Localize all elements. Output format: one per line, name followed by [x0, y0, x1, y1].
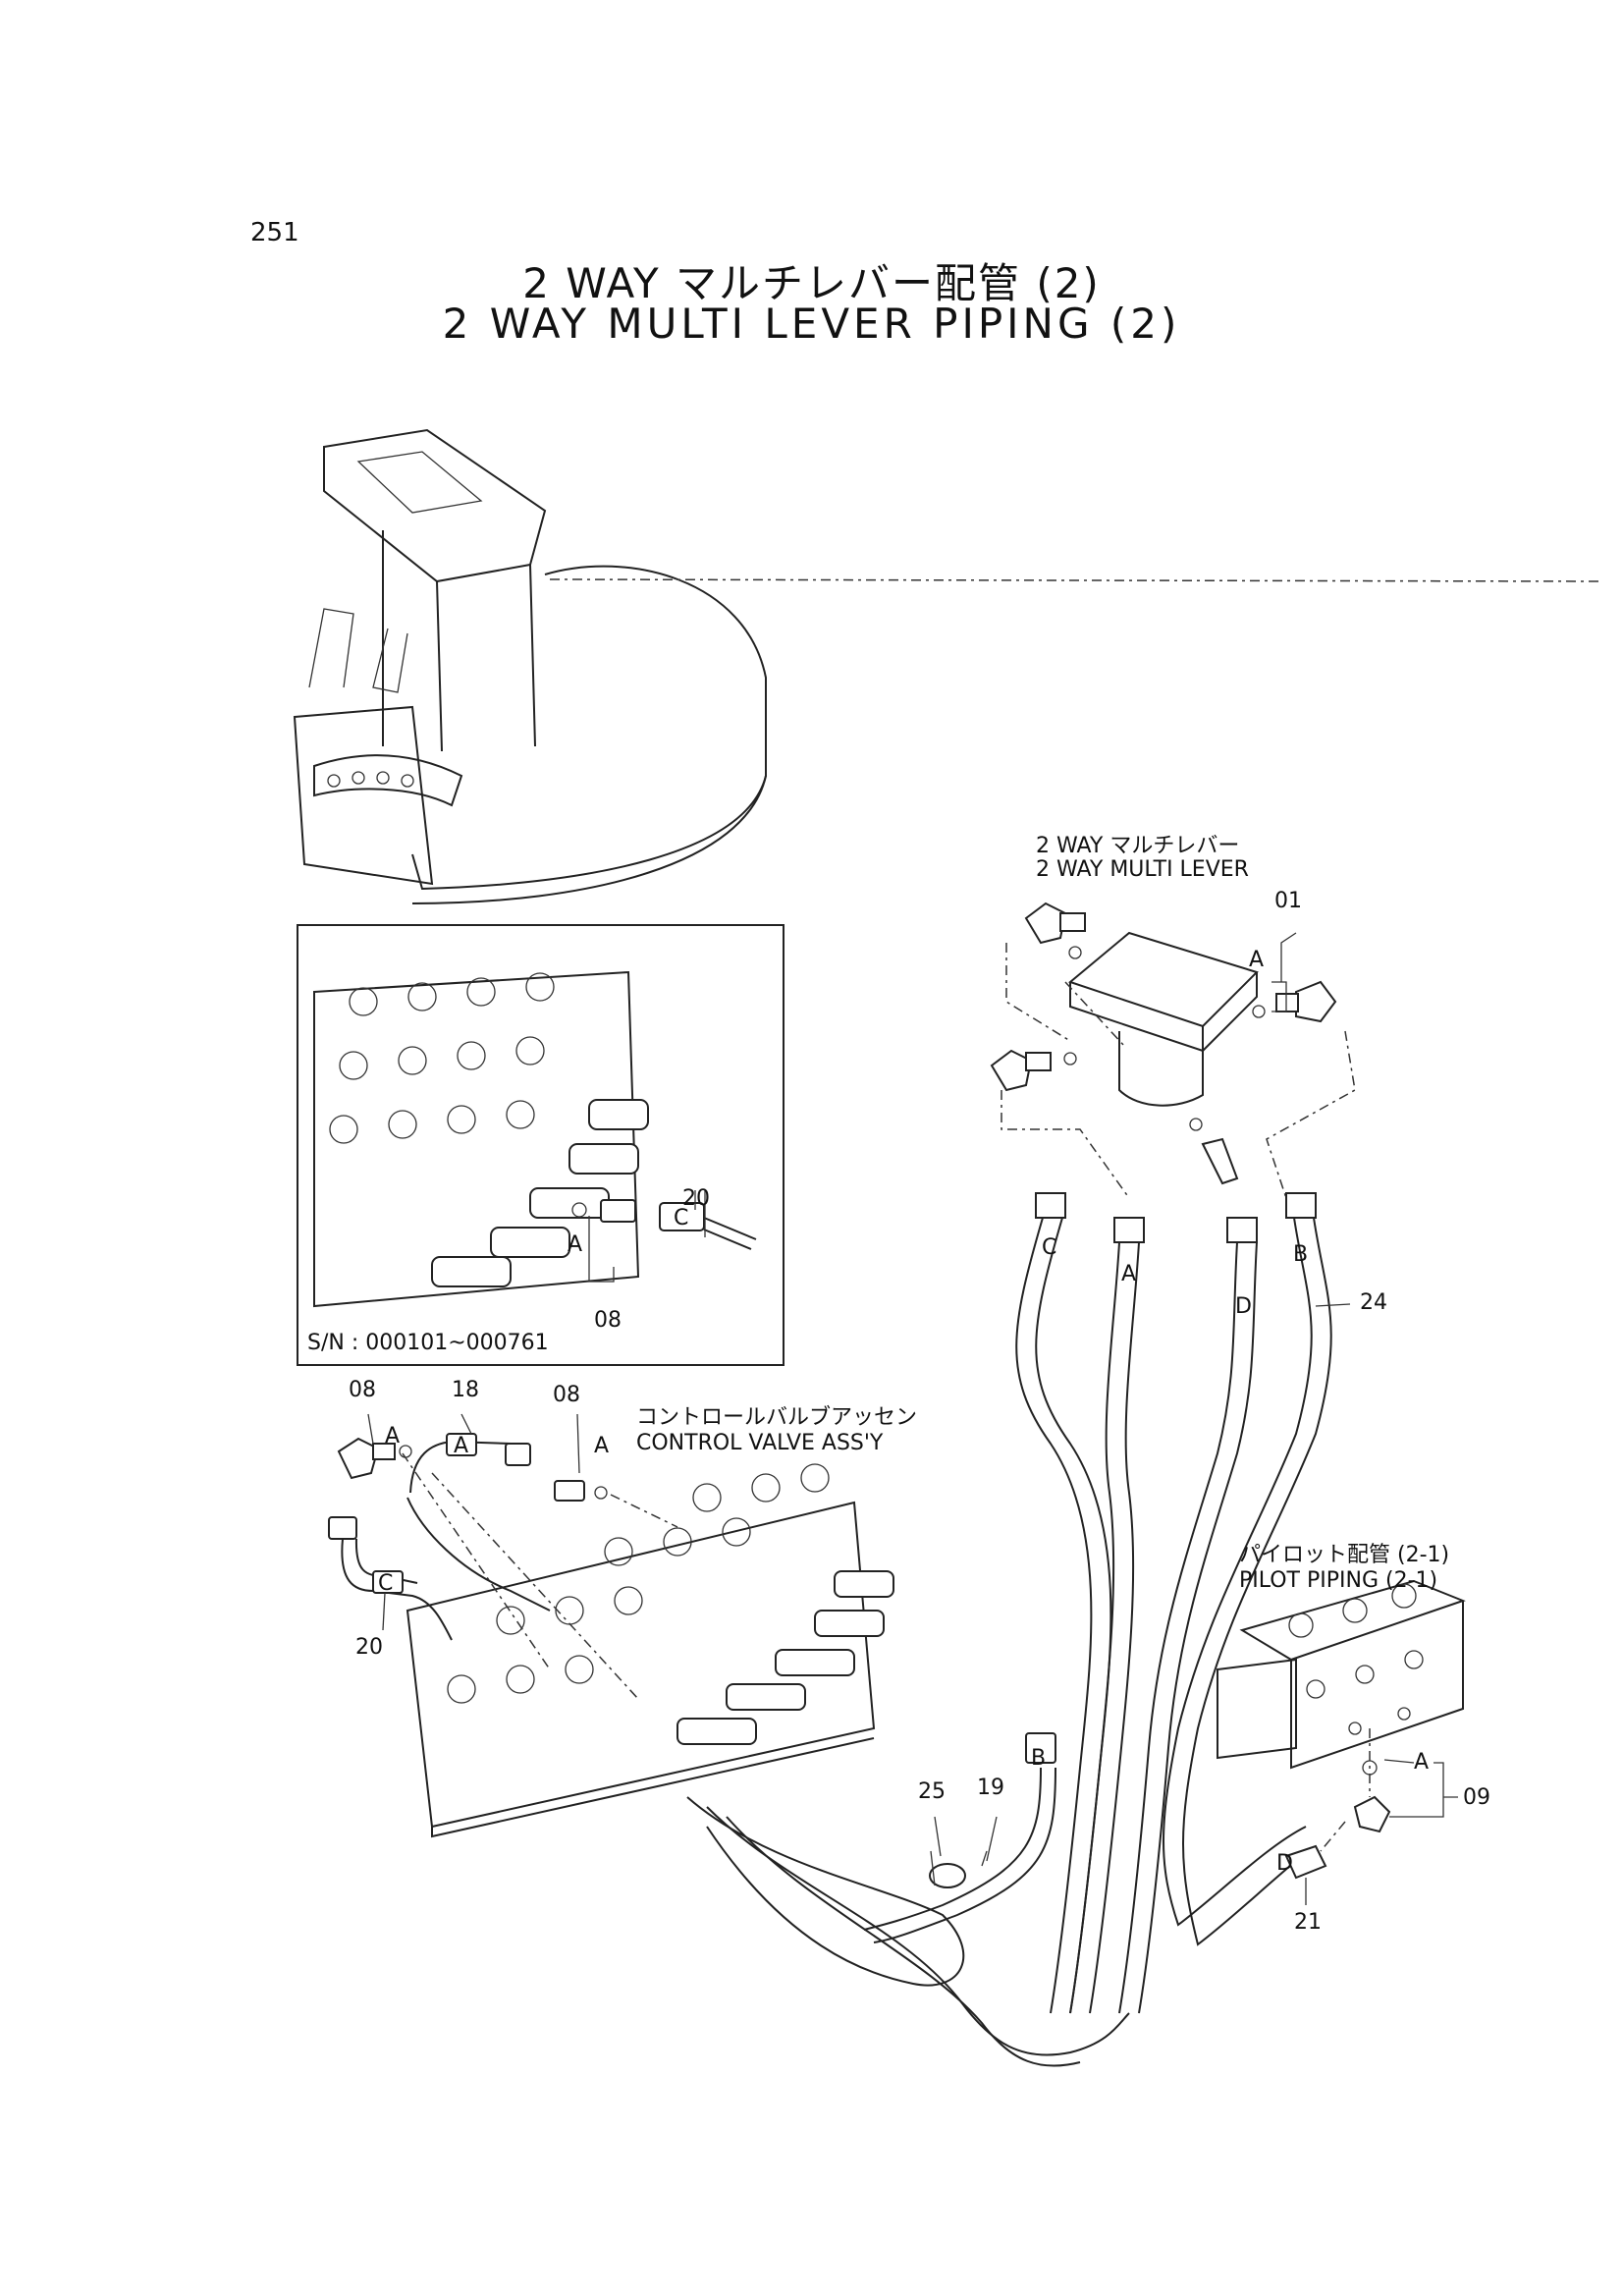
leader-lines	[367, 932, 1297, 1886]
letter-hose-a: A	[1121, 1262, 1137, 1286]
part-number-18: 18	[452, 1378, 479, 1402]
letter-hose-c: C	[1042, 1235, 1057, 1260]
hose-end-c	[1035, 1192, 1066, 1219]
part-number-09: 09	[1463, 1785, 1490, 1810]
inset-detail	[297, 924, 784, 1366]
part-number-01: 01	[1274, 889, 1302, 913]
letter-hose-b: B	[1293, 1242, 1309, 1267]
part-number-25: 25	[918, 1779, 946, 1804]
excavator-overview	[293, 428, 1601, 904]
label-pilot-jp: パイロット配管 (2-1)	[1239, 1543, 1450, 1567]
letter-b-hose19: B	[1031, 1746, 1047, 1771]
part-number-20-inset: 20	[682, 1186, 710, 1211]
letter-d-pilot: D	[1276, 1851, 1293, 1876]
hoses-19	[686, 1732, 1130, 2067]
label-multi-lever-en: 2 WAY MULTI LEVER	[1036, 857, 1249, 882]
hose-19-end-b	[1025, 1732, 1056, 1764]
letter-a-left: A	[385, 1424, 401, 1449]
label-pilot-en: PILOT PIPING (2-1)	[1239, 1568, 1438, 1593]
letter-a-hose18: A	[454, 1434, 469, 1458]
letter-a-mid: A	[594, 1434, 610, 1458]
hoses-24	[1015, 1192, 1351, 2014]
hose-end-d	[1226, 1217, 1258, 1243]
part-number-08-inset: 08	[594, 1308, 622, 1333]
letter-c-inset: C	[674, 1206, 689, 1230]
label-multi-lever-jp: 2 WAY マルチレバー	[1036, 834, 1240, 858]
page-number: 251	[250, 218, 299, 247]
fitting-c-20	[372, 1570, 404, 1594]
title-english: 2 WAY MULTI LEVER PIPING (2)	[442, 300, 1181, 348]
title-japanese: 2 WAY マルチレバー配管 (2)	[522, 259, 1101, 307]
part-number-19: 19	[977, 1776, 1004, 1800]
part-number-08-mid: 08	[553, 1383, 580, 1407]
hose-end-b	[1285, 1192, 1317, 1219]
letter-hose-d: D	[1235, 1294, 1252, 1319]
part-number-08-left: 08	[349, 1378, 376, 1402]
part-number-20-left: 20	[355, 1635, 383, 1660]
part-number-21: 21	[1294, 1910, 1322, 1935]
letter-a-lever: A	[1249, 948, 1265, 972]
control-valve-assembly	[328, 1433, 894, 1838]
letter-c-left: C	[378, 1571, 394, 1596]
label-control-valve-en: CONTROL VALVE ASS'Y	[636, 1431, 884, 1455]
letter-a-inset: A	[568, 1232, 583, 1257]
label-control-valve-jp: コントロールバルブアッセン	[636, 1405, 918, 1430]
hose-18-end-a	[446, 1433, 477, 1456]
hose-end-a	[1113, 1217, 1145, 1243]
multi-lever-assembly	[990, 902, 1356, 1199]
pilot-piping-assembly	[1217, 1579, 1466, 1905]
letter-a-pilot: A	[1414, 1750, 1430, 1775]
serial-number-range: S/N : 000101~000761	[307, 1331, 549, 1355]
part-number-24: 24	[1360, 1290, 1387, 1315]
